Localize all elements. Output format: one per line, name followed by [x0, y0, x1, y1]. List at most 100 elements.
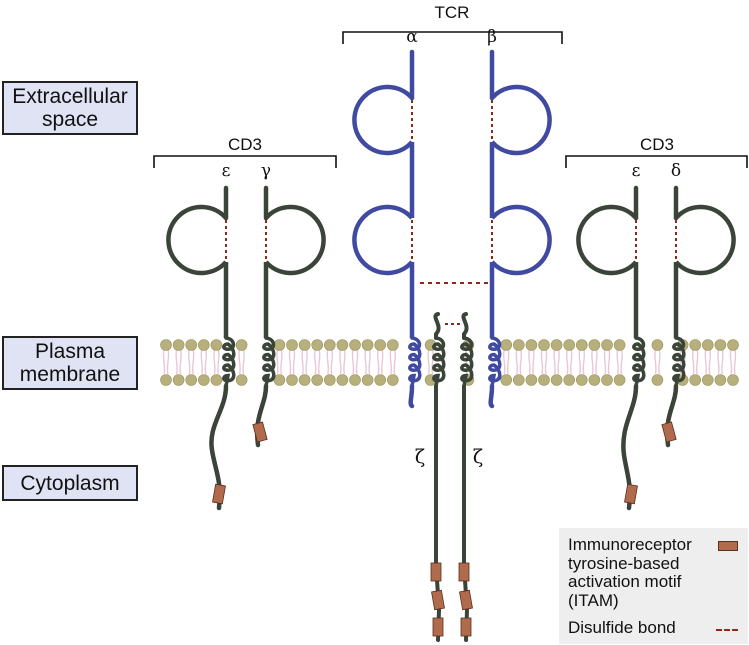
tcr-beta-label: β: [487, 27, 497, 47]
itam-motif: [624, 483, 638, 505]
lipid-tail: [528, 348, 535, 375]
lipid-head: [538, 374, 550, 386]
cytoplasmic-tail: [488, 383, 495, 409]
itam-motif: [459, 589, 473, 611]
itam-motif: [431, 589, 445, 611]
lipid-head: [563, 339, 576, 351]
lipid-head: [512, 339, 525, 351]
cd3-epsilon-left-label: ε: [222, 161, 231, 181]
variable-domain: [352, 84, 414, 156]
disulfide-swatch-icon: [716, 629, 738, 631]
lipid-tail: [213, 348, 220, 375]
cd3-gamma-label: γ: [261, 161, 271, 181]
cd3-epsilon-delta-dimer: [576, 185, 736, 511]
transmembrane-helix: [672, 336, 686, 388]
lipid-head: [689, 374, 702, 386]
lipid-head: [651, 374, 664, 386]
cd3-left-bracket: [153, 155, 337, 168]
lipid-head: [298, 339, 311, 351]
ig-domain: [166, 204, 228, 276]
lipid-head: [613, 374, 626, 386]
lipid-head: [701, 374, 714, 386]
ig-domain: [674, 204, 736, 276]
lipid-tail: [288, 348, 296, 375]
lipid-head: [172, 339, 185, 351]
lipid-tail: [339, 348, 346, 375]
lipid-tail: [376, 348, 384, 375]
lipid-head: [160, 339, 172, 351]
lipid-head: [273, 374, 286, 386]
lipid-head: [550, 339, 563, 351]
lipid-head: [538, 339, 550, 351]
zeta-left-label: ζ: [415, 446, 425, 468]
lipid-head: [727, 374, 739, 386]
itam-motif: [212, 483, 226, 505]
lipid-head: [613, 339, 626, 351]
lipid-head: [286, 374, 298, 386]
transmembrane-helix: [632, 336, 646, 388]
lipid-tail: [351, 348, 359, 375]
lipid-head: [386, 374, 399, 386]
lipid-tail: [704, 348, 712, 375]
lipid-tail: [691, 348, 699, 375]
lipid-tail: [654, 348, 661, 375]
lipid-head: [386, 339, 399, 351]
ig-domain: [576, 204, 638, 276]
cd3-delta-label: δ: [671, 161, 681, 181]
lipid-head: [160, 374, 172, 386]
lipid-head: [601, 374, 613, 386]
lipid-head: [198, 339, 210, 351]
legend: Immunoreceptor tyrosine-based activation…: [559, 528, 748, 644]
lipid-tail: [553, 348, 560, 375]
itam-motif: [432, 617, 444, 637]
lipid-head: [727, 339, 739, 351]
lipid-tail: [616, 348, 623, 375]
cd3-left-label: CD3: [228, 135, 262, 154]
lipid-tail: [200, 348, 208, 375]
lipid-head: [298, 374, 311, 386]
lipid-tail: [515, 348, 523, 375]
lipid-tail: [540, 348, 548, 375]
lipid-tail: [502, 348, 510, 375]
ig-domain: [264, 204, 326, 276]
lipid-head: [550, 374, 563, 386]
lipid-tail: [175, 348, 182, 375]
lipid-tail: [427, 348, 434, 375]
itam-motif: [458, 562, 470, 582]
lipid-head: [323, 374, 336, 386]
lipid-head: [198, 374, 210, 386]
lipid-head: [323, 339, 336, 351]
legend-disulfide-text: Disulfide bond: [568, 618, 676, 637]
transmembrane-helix: [262, 336, 276, 388]
zeta-right-label: ζ: [473, 446, 483, 468]
transmembrane-helix: [432, 336, 446, 388]
cd3-epsilon-right-label: ε: [632, 161, 641, 181]
lipid-head: [273, 339, 286, 351]
itam-motif: [661, 421, 677, 443]
lipid-tail: [603, 348, 611, 375]
cd3-epsilon-gamma-dimer: [166, 185, 326, 511]
zeta-n-terminus: [461, 312, 469, 340]
lipid-head: [374, 339, 387, 351]
zeta-homodimer: [430, 312, 474, 642]
lipid-head: [235, 339, 248, 351]
lipid-tail: [389, 348, 397, 375]
variable-domain: [490, 84, 552, 156]
lipid-tail: [364, 348, 371, 375]
tcr-label: TCR: [435, 3, 470, 22]
legend-itam-text: Immunoreceptor tyrosine-based activation…: [568, 535, 692, 610]
lipid-head: [210, 339, 223, 351]
tcr-alpha-label: α: [406, 27, 418, 47]
transmembrane-helix: [460, 336, 474, 388]
itam-swatch-icon: [718, 541, 738, 551]
transmembrane-helix: [408, 336, 422, 388]
lipid-head: [525, 374, 538, 386]
lipid-head: [701, 339, 714, 351]
lipid-head: [361, 374, 374, 386]
lipid-head: [500, 339, 513, 351]
lipid-head: [563, 374, 576, 386]
cytoplasm-label: Cytoplasm: [2, 465, 138, 501]
lipid-tail: [326, 348, 334, 375]
